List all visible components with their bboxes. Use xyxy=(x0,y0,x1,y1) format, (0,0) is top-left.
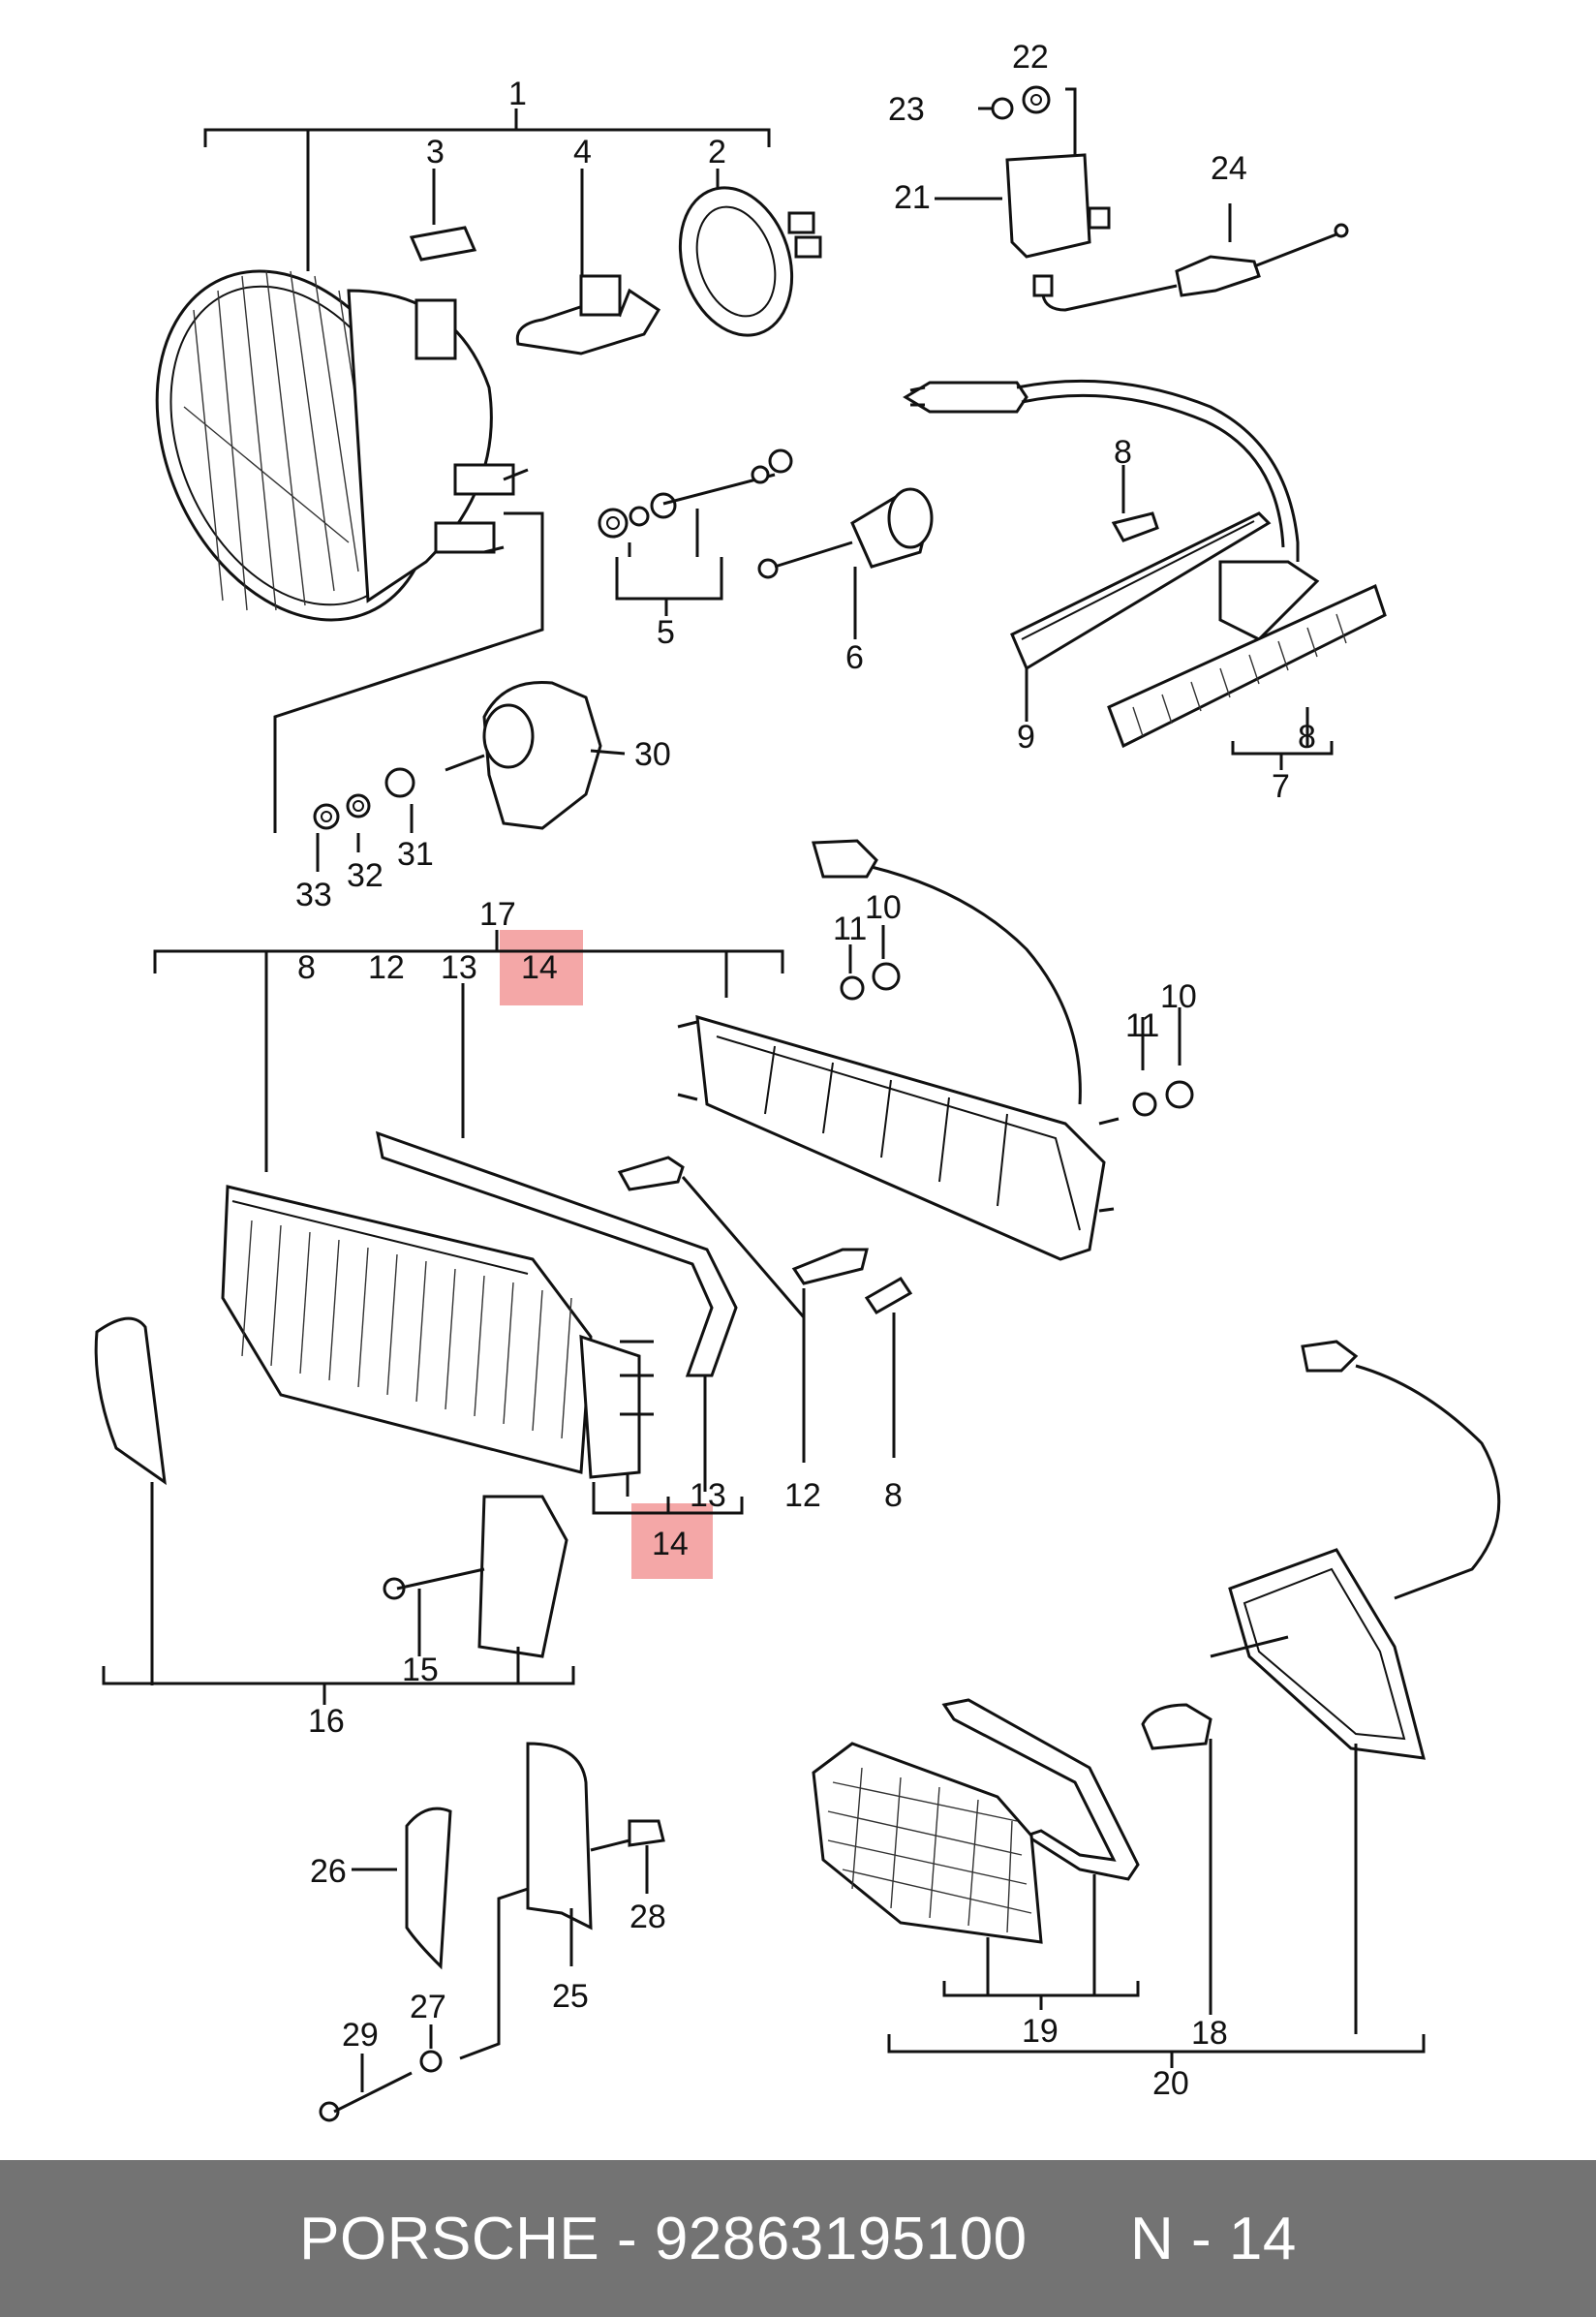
headlamp-group xyxy=(155,108,771,622)
callout-5: 5 xyxy=(657,614,675,651)
part-2-holder xyxy=(678,169,822,337)
callout-11-right: 11 xyxy=(1125,1007,1159,1044)
callout-11-left: 11 xyxy=(833,911,867,947)
callout-15: 15 xyxy=(402,1652,439,1688)
callout-14-top: 14 xyxy=(521,949,558,986)
parts-18-20-group xyxy=(812,1340,1501,2068)
parts-21-24-group xyxy=(935,85,1349,312)
front-lamp-group xyxy=(153,839,1194,1515)
callout-30: 30 xyxy=(634,736,671,773)
callout-19: 19 xyxy=(1022,2013,1059,2050)
highlight-box-top xyxy=(500,930,583,1005)
callout-12-bottom: 12 xyxy=(784,1477,821,1514)
callout-29: 29 xyxy=(342,2017,379,2054)
parts-7-9-group xyxy=(903,379,1387,770)
parts-diagram: 1 3 4 2 22 23 21 24 8 5 6 9 8 7 30 31 32… xyxy=(94,39,1501,2122)
callout-8-mid: 8 xyxy=(297,949,316,986)
callout-23: 23 xyxy=(888,91,925,128)
callout-4: 4 xyxy=(573,134,592,170)
part-6-adjuster xyxy=(757,487,934,639)
callout-25: 25 xyxy=(552,1978,589,2015)
callout-14-bottom: 14 xyxy=(652,1526,689,1562)
parts-30-33-group xyxy=(273,511,626,872)
highlight-box-bottom xyxy=(631,1503,713,1579)
callout-16: 16 xyxy=(308,1703,345,1740)
callout-1: 1 xyxy=(508,76,527,112)
footer-bar: PORSCHE - 92863195100 N - 14 xyxy=(0,2160,1596,2317)
footer-part-number: 92863195100 xyxy=(654,2205,1028,2272)
callout-6: 6 xyxy=(845,639,864,676)
callout-27: 27 xyxy=(410,1989,446,2025)
callout-3: 3 xyxy=(426,134,445,170)
callout-18: 18 xyxy=(1191,2015,1228,2052)
callout-10-left: 10 xyxy=(865,889,902,926)
callout-22: 22 xyxy=(1012,39,1049,76)
part-5-fasteners xyxy=(598,448,793,616)
callout-26: 26 xyxy=(310,1853,347,1890)
callout-13-top: 13 xyxy=(441,949,477,986)
footer-gap xyxy=(1028,2205,1130,2273)
callout-8-right: 8 xyxy=(1298,719,1316,756)
callout-31: 31 xyxy=(397,836,434,873)
callout-33: 33 xyxy=(295,877,332,913)
callout-20: 20 xyxy=(1152,2065,1189,2102)
callout-28: 28 xyxy=(629,1899,666,1935)
callout-17: 17 xyxy=(479,896,516,933)
footer-separator: - xyxy=(599,2205,655,2272)
callout-32: 32 xyxy=(347,857,384,894)
callout-8-bottom: 8 xyxy=(884,1477,903,1514)
callout-labels: 1 3 4 2 22 23 21 24 8 5 6 9 8 7 30 31 32… xyxy=(295,39,1316,2102)
callout-2: 2 xyxy=(708,134,726,170)
parts-15-16-group xyxy=(94,1316,575,1705)
callout-9: 9 xyxy=(1017,719,1035,756)
callout-12-top: 12 xyxy=(368,949,405,986)
part-4-bulb xyxy=(515,169,661,355)
callout-10-right: 10 xyxy=(1160,978,1197,1015)
callout-13-bottom: 13 xyxy=(690,1477,726,1514)
footer-position: N - 14 xyxy=(1130,2205,1297,2272)
callout-24: 24 xyxy=(1211,150,1247,187)
parts-25-29-group xyxy=(319,1742,665,2122)
part-3-clip xyxy=(409,169,477,262)
footer-brand: PORSCHE xyxy=(299,2205,600,2272)
callout-21: 21 xyxy=(894,179,931,216)
callout-7: 7 xyxy=(1272,768,1290,805)
callout-8-top: 8 xyxy=(1114,434,1132,471)
